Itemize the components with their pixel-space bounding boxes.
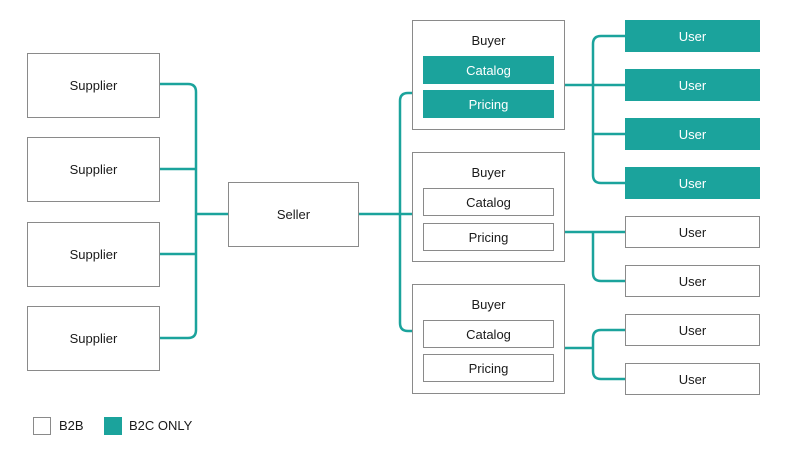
catalog-box: Catalog xyxy=(423,188,554,216)
supplier-box: Supplier xyxy=(27,306,160,371)
user-label: User xyxy=(678,273,707,289)
catalog-box: Catalog xyxy=(423,56,554,84)
seller-label: Seller xyxy=(276,207,311,222)
user-box: User xyxy=(625,363,760,395)
user-label: User xyxy=(678,77,707,93)
pricing-label: Pricing xyxy=(468,360,509,376)
legend-b2b-swatch xyxy=(33,417,51,435)
supplier-box: Supplier xyxy=(27,53,160,118)
user-box: User xyxy=(625,20,760,52)
pricing-box: Pricing xyxy=(423,354,554,382)
catalog-box: Catalog xyxy=(423,320,554,348)
legend-b2c-swatch xyxy=(104,417,122,435)
supplier-label: Supplier xyxy=(69,162,118,177)
buyer-box: Buyer Catalog Pricing xyxy=(412,20,565,130)
pricing-box: Pricing xyxy=(423,223,554,251)
user-box: User xyxy=(625,118,760,150)
user-label: User xyxy=(678,322,707,338)
user-box: User xyxy=(625,314,760,346)
user-label: User xyxy=(678,371,707,387)
buyer-title: Buyer xyxy=(471,33,506,48)
supplier-box: Supplier xyxy=(27,137,160,202)
pricing-label: Pricing xyxy=(468,96,509,112)
pricing-box: Pricing xyxy=(423,90,554,118)
pricing-label: Pricing xyxy=(468,229,509,245)
supplier-box: Supplier xyxy=(27,222,160,287)
user-box: User xyxy=(625,265,760,297)
seller-box: Seller xyxy=(228,182,359,247)
user-label: User xyxy=(678,175,707,191)
buyer-title: Buyer xyxy=(471,297,506,312)
buyer-box: Buyer Catalog Pricing xyxy=(412,152,565,262)
buyer-box: Buyer Catalog Pricing xyxy=(412,284,565,394)
supplier-label: Supplier xyxy=(69,78,118,93)
buyer-title: Buyer xyxy=(471,165,506,180)
catalog-label: Catalog xyxy=(466,326,511,342)
catalog-label: Catalog xyxy=(466,194,511,210)
legend-b2c-label: B2C ONLY xyxy=(129,418,193,433)
user-box: User xyxy=(625,167,760,199)
user-box: User xyxy=(625,69,760,101)
user-label: User xyxy=(678,28,707,44)
user-label: User xyxy=(678,224,707,240)
legend-b2b-label: B2B xyxy=(59,418,84,433)
user-label: User xyxy=(678,126,707,142)
catalog-label: Catalog xyxy=(466,62,511,78)
user-box: User xyxy=(625,216,760,248)
supplier-label: Supplier xyxy=(69,247,118,262)
supplier-label: Supplier xyxy=(69,331,118,346)
